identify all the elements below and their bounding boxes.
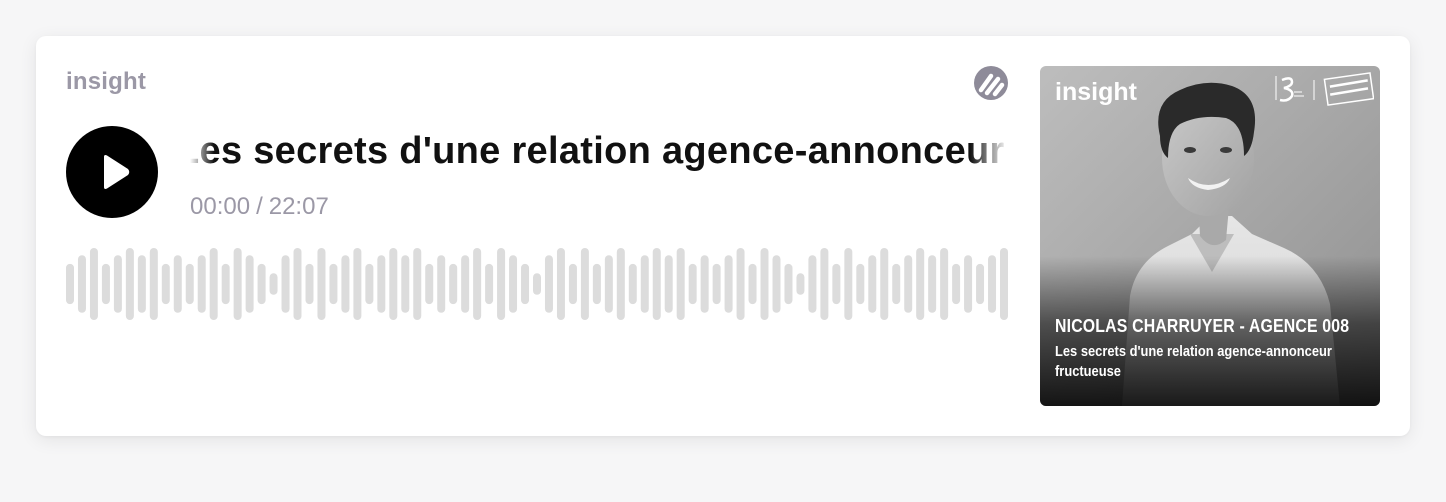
partner-logos bbox=[1275, 72, 1374, 106]
waveform-bar bbox=[844, 248, 853, 320]
waveform-bar bbox=[568, 263, 577, 305]
waveform-bar bbox=[748, 263, 757, 305]
waveform-bar bbox=[760, 248, 769, 320]
cover-guest-name: NICOLAS CHARRUYER - AGENCE 008 bbox=[1055, 316, 1350, 336]
waveform-bar bbox=[509, 255, 518, 313]
play-icon bbox=[104, 155, 130, 189]
waveform-bar bbox=[1000, 248, 1008, 320]
waveform-bar bbox=[161, 263, 170, 305]
waveform-bar bbox=[173, 255, 182, 313]
waveform-bar bbox=[832, 263, 841, 305]
waveform-bar bbox=[353, 248, 362, 320]
waveform-bar bbox=[856, 263, 865, 305]
episode-title: Les secrets d'une relation agence-annonc… bbox=[190, 130, 1008, 172]
waveform-bar bbox=[269, 273, 278, 295]
waveform-bar bbox=[245, 255, 254, 313]
waveform-bar bbox=[533, 273, 541, 295]
episode-cover-art: insight NICOLAS CHARRUYER - AGENCE 008 L… bbox=[1040, 66, 1380, 406]
waveform-bar bbox=[329, 263, 338, 305]
waveform-bar bbox=[185, 263, 194, 305]
waveform-bar bbox=[820, 248, 829, 320]
waveform-bar bbox=[101, 263, 110, 305]
waveform-bar bbox=[904, 255, 913, 313]
waveform-bar bbox=[976, 263, 985, 305]
time-display: 00:00/22:07 bbox=[190, 193, 329, 221]
waveform-bar bbox=[880, 248, 889, 320]
waveform-bar bbox=[365, 263, 374, 305]
waveform-bar bbox=[257, 263, 266, 305]
waveform-bar bbox=[293, 248, 302, 320]
waveform-bar bbox=[808, 255, 817, 313]
waveform-bar bbox=[940, 248, 949, 320]
waveform-bar bbox=[485, 263, 494, 305]
time-separator: / bbox=[256, 193, 263, 220]
waveform-bar bbox=[676, 248, 685, 320]
waveform-bar bbox=[197, 255, 206, 313]
podcast-player-card: insight Les secrets d'une relation agenc… bbox=[36, 36, 1410, 436]
waveform-bar bbox=[389, 248, 398, 320]
waveform-bar bbox=[652, 248, 661, 320]
waveform-bar bbox=[341, 255, 350, 313]
cover-subtitle-line-2: fructueuse bbox=[1055, 363, 1121, 380]
waveform-bar bbox=[796, 273, 805, 295]
waveform-bar bbox=[616, 248, 625, 320]
waveform-bar bbox=[784, 263, 793, 305]
waveform-bar bbox=[640, 255, 649, 313]
waveform-bar bbox=[461, 255, 470, 313]
waveform-bar bbox=[604, 255, 613, 313]
waveform-bar bbox=[928, 255, 937, 313]
cover-subtitle: Les secrets d'une relation agence-annonc… bbox=[1055, 342, 1347, 382]
waveform-bar bbox=[77, 255, 86, 313]
waveform-bar bbox=[209, 248, 218, 320]
waveform-bar bbox=[113, 255, 122, 313]
waveform-bar bbox=[449, 263, 458, 305]
waveform-bar bbox=[544, 255, 553, 313]
waveform-bar bbox=[556, 248, 565, 320]
waveform-bar bbox=[952, 263, 961, 305]
waveform-bar bbox=[664, 255, 673, 313]
waveform-bar bbox=[724, 255, 733, 313]
waveform-bar bbox=[688, 263, 697, 305]
waveform-bar bbox=[700, 255, 709, 313]
waveform-bar bbox=[149, 248, 158, 320]
waveform-bar bbox=[497, 248, 506, 320]
waveform-bar bbox=[317, 248, 326, 320]
cover-subtitle-line-1: Les secrets d'une relation agence-annonc… bbox=[1055, 343, 1332, 360]
waveform-bar bbox=[437, 255, 446, 313]
waveform-bar bbox=[66, 263, 74, 305]
waveform-bar bbox=[916, 248, 925, 320]
waveform-bar bbox=[592, 263, 601, 305]
waveform-bar bbox=[377, 255, 386, 313]
waveform-bar bbox=[988, 255, 997, 313]
episode-title-marquee: Les secrets d'une relation agence-annonc… bbox=[190, 128, 1008, 180]
waveform-bar bbox=[736, 248, 745, 320]
waveform-bar bbox=[137, 255, 146, 313]
current-time: 00:00 bbox=[190, 193, 251, 220]
waveform-bar bbox=[89, 248, 98, 320]
waveform-bar bbox=[305, 263, 314, 305]
waveform-bar bbox=[868, 255, 877, 313]
cover-brand: insight bbox=[1055, 78, 1137, 106]
total-duration: 22:07 bbox=[268, 193, 329, 220]
waveform-bar bbox=[413, 248, 422, 320]
waveform-bar bbox=[772, 255, 781, 313]
waveform-bar bbox=[221, 263, 230, 305]
play-button[interactable] bbox=[66, 126, 158, 218]
show-name: insight bbox=[66, 68, 147, 95]
waveform-bar bbox=[473, 248, 482, 320]
waveform-bar bbox=[964, 255, 973, 313]
waveform-bar bbox=[712, 263, 721, 305]
waveform-bar bbox=[125, 248, 134, 320]
waveform-bar bbox=[628, 263, 637, 305]
waveform-bar bbox=[580, 248, 589, 320]
podcast-host-logo-icon[interactable] bbox=[974, 66, 1008, 100]
waveform-bar bbox=[233, 248, 242, 320]
waveform-bar bbox=[521, 263, 530, 305]
waveform-bar bbox=[401, 255, 410, 313]
waveform-bar bbox=[425, 263, 434, 305]
cover-text-overlay bbox=[1040, 256, 1380, 406]
waveform-bar bbox=[892, 263, 901, 305]
waveform-seekbar[interactable] bbox=[66, 248, 1008, 320]
waveform-bar bbox=[281, 255, 290, 313]
